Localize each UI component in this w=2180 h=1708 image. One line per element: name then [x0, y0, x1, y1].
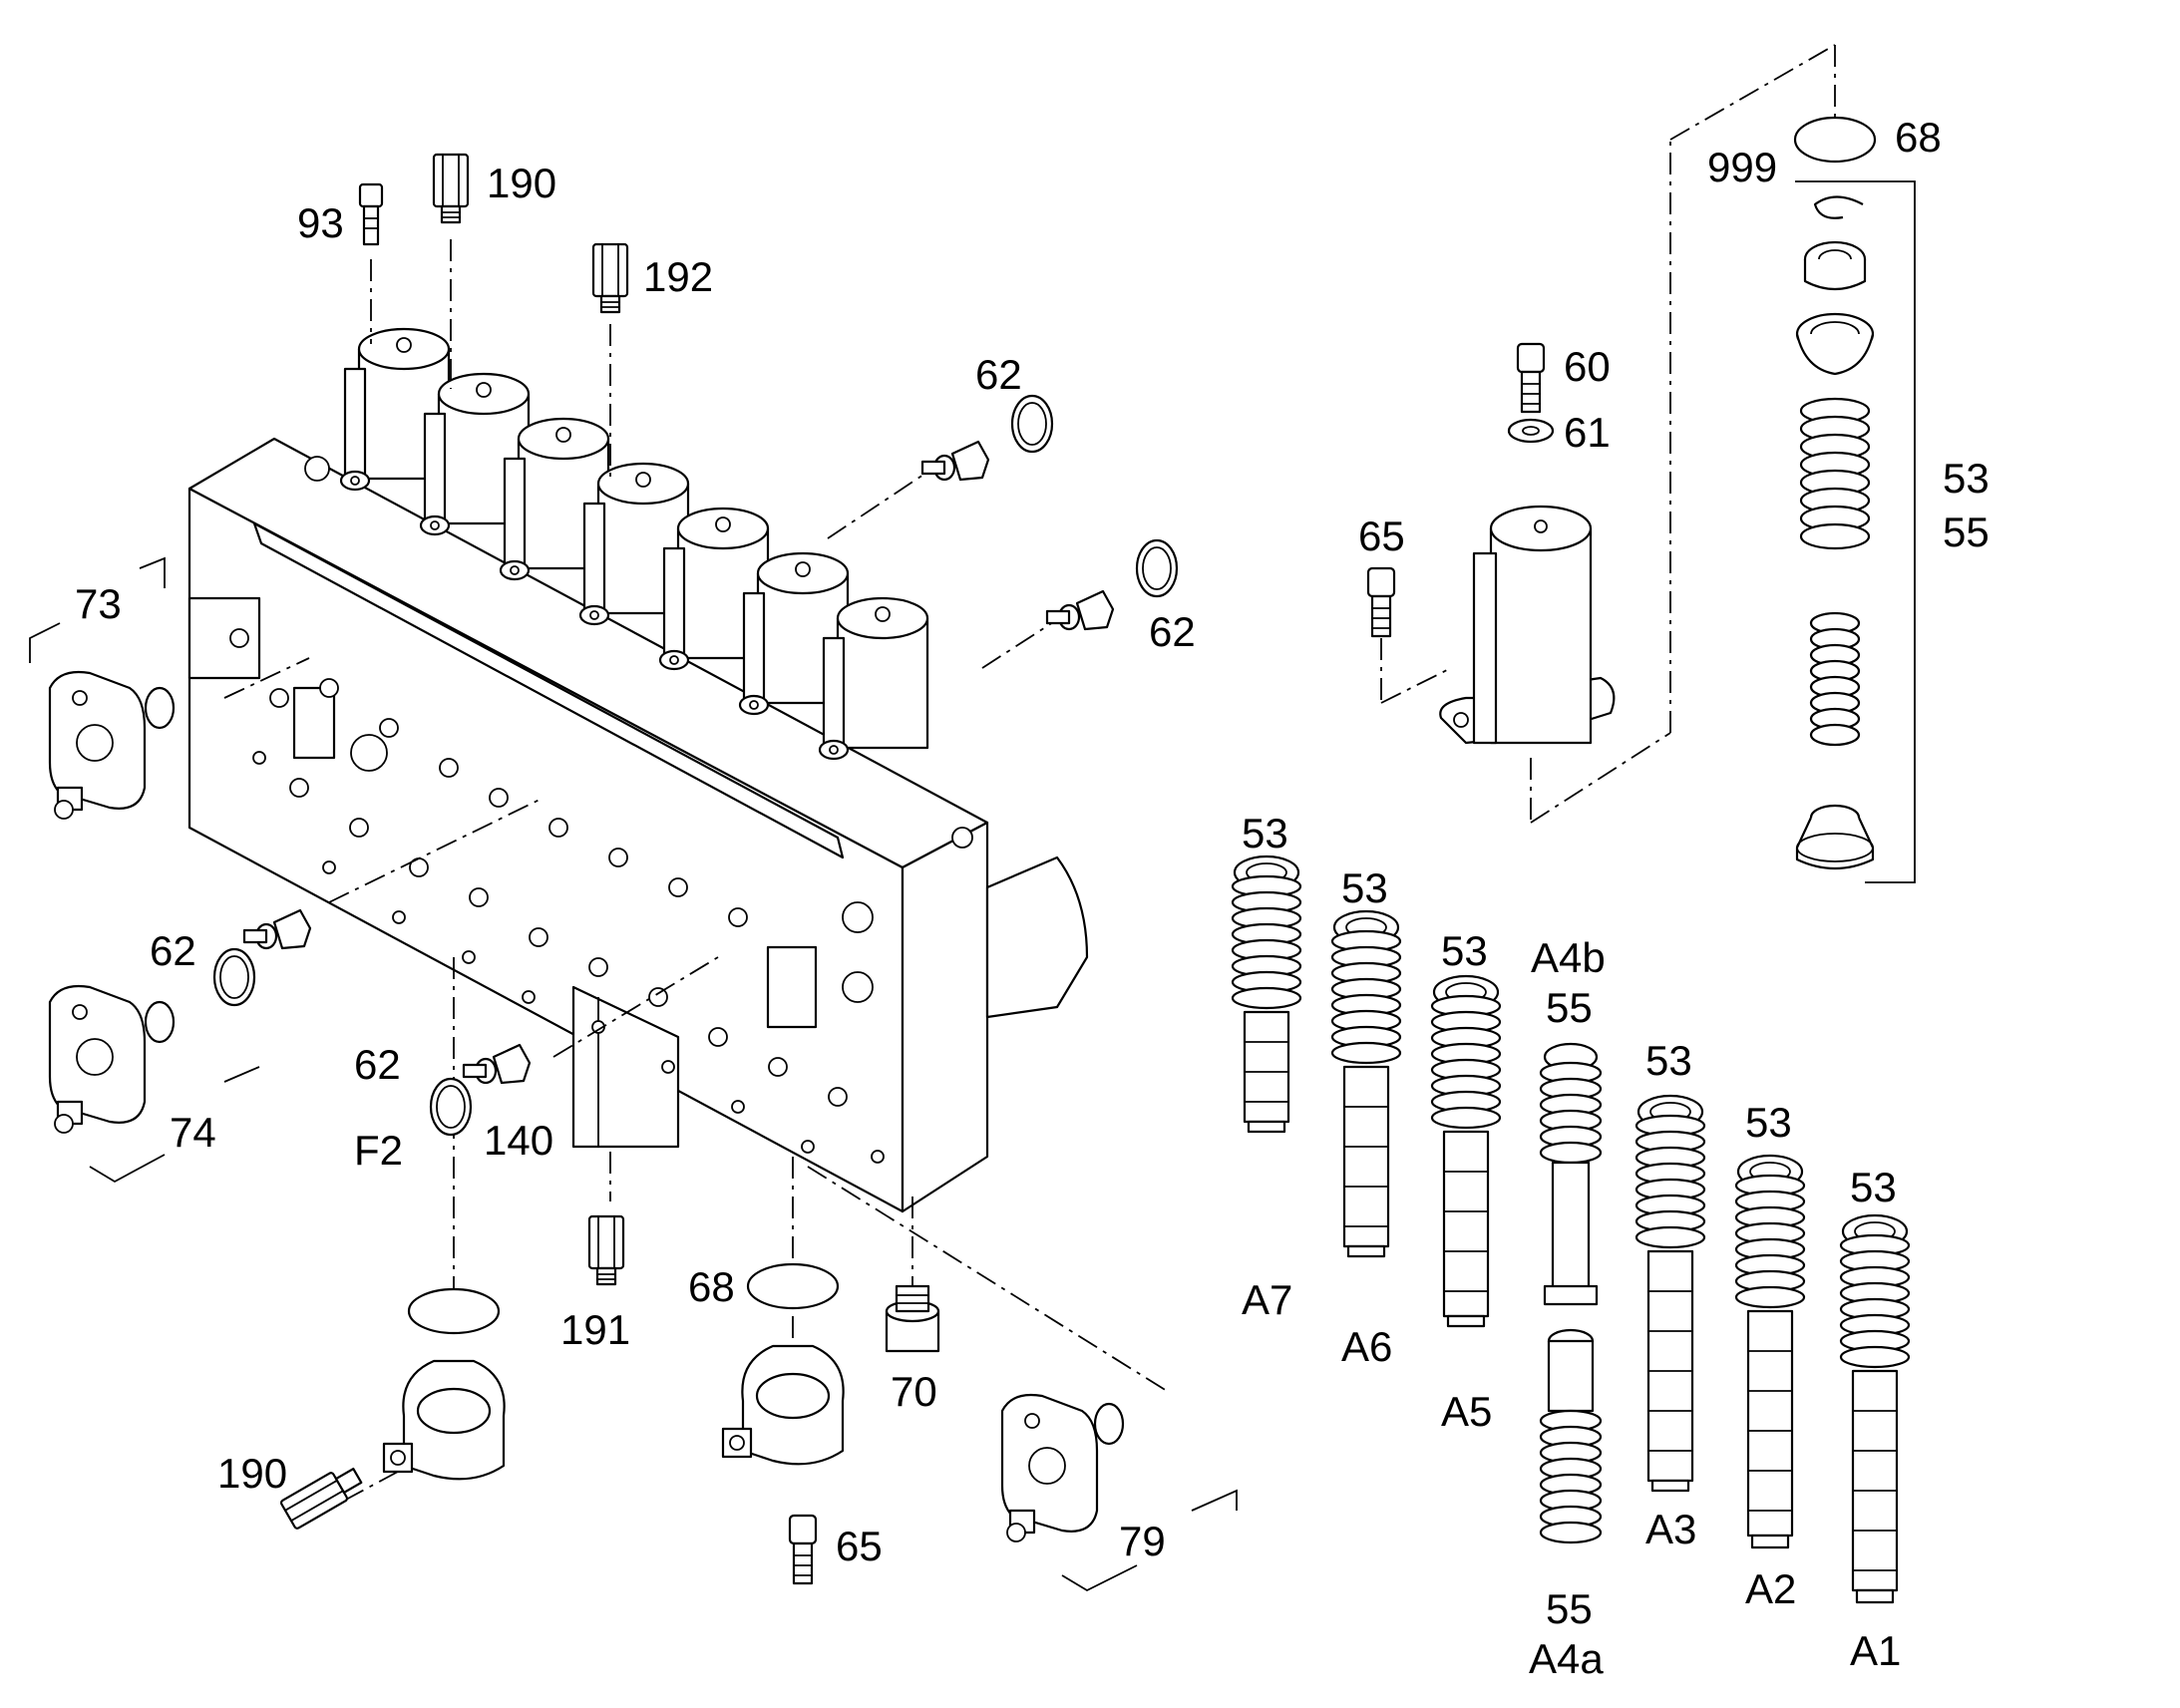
label-192: 192 [643, 253, 713, 300]
label-190-bottom: 190 [217, 1450, 287, 1497]
label-191: 191 [560, 1306, 630, 1353]
label-70: 70 [891, 1368, 937, 1415]
label-79: 79 [1119, 1518, 1166, 1564]
label-61: 61 [1564, 409, 1611, 456]
label-74: 74 [170, 1109, 216, 1156]
spring-stack [1793, 116, 1877, 870]
label-A6: A6 [1341, 1323, 1392, 1370]
label-A4a: A4a [1529, 1635, 1604, 1682]
label-190-top: 190 [487, 160, 556, 206]
label-140: 140 [484, 1117, 553, 1164]
label-A7: A7 [1242, 1276, 1292, 1323]
label-60: 60 [1564, 343, 1611, 390]
label-53-A7: 53 [1242, 810, 1288, 856]
label-73: 73 [75, 580, 122, 627]
label-53-A6: 53 [1341, 864, 1388, 911]
label-A5: A5 [1441, 1388, 1492, 1435]
label-65-top: 65 [1358, 512, 1405, 559]
label-55-stack: 55 [1943, 509, 1990, 555]
part-labels: 93 190 192 62 62 62 62 73 74 F2 140 191 … [75, 114, 1990, 1682]
label-A3: A3 [1645, 1506, 1696, 1552]
label-53-A2: 53 [1745, 1099, 1792, 1146]
small-parts [48, 153, 1555, 1585]
label-53-stack: 53 [1943, 455, 1990, 502]
label-53-A1: 53 [1850, 1164, 1897, 1210]
label-999: 999 [1707, 144, 1777, 190]
label-A2: A2 [1745, 1565, 1796, 1612]
label-65-bottom: 65 [836, 1523, 883, 1569]
housing-holes [229, 628, 885, 1164]
separate-solenoid [1439, 505, 1616, 745]
valve-spools [1231, 854, 1911, 1604]
label-A1: A1 [1850, 1627, 1901, 1674]
label-62-a: 62 [975, 351, 1022, 398]
label-62-c: 62 [150, 927, 196, 974]
label-62-b: 62 [1149, 608, 1196, 655]
label-55-A4b: 55 [1546, 984, 1593, 1031]
label-F2: F2 [354, 1127, 403, 1174]
label-93: 93 [297, 199, 344, 246]
label-55-A4a: 55 [1546, 1585, 1593, 1632]
label-68-top: 68 [1895, 114, 1942, 161]
label-62-d: 62 [354, 1041, 401, 1088]
brackets [29, 180, 1916, 1592]
label-68-mid: 68 [688, 1263, 735, 1310]
label-A4b: A4b [1531, 934, 1606, 981]
label-53-A5: 53 [1441, 927, 1488, 974]
label-53-A3: 53 [1645, 1037, 1692, 1084]
